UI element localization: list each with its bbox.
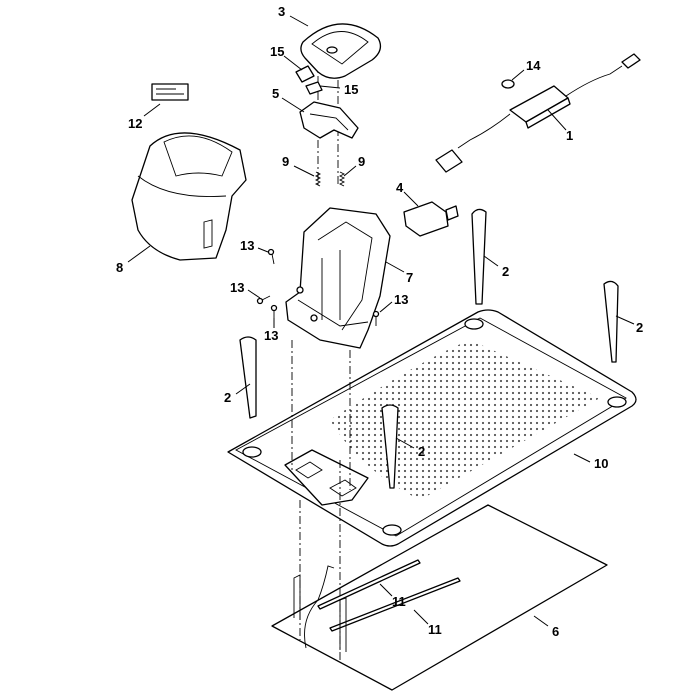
callout-5: 5 bbox=[272, 86, 279, 101]
part-3-top-cover bbox=[300, 23, 382, 79]
callout-2: 2 bbox=[636, 320, 643, 335]
part-10-base-plate bbox=[227, 309, 637, 547]
part-12-label bbox=[151, 83, 189, 101]
callout-13: 13 bbox=[230, 280, 244, 295]
callout-14: 14 bbox=[526, 58, 541, 73]
callout-6: 6 bbox=[552, 624, 559, 639]
callout-13: 13 bbox=[394, 292, 408, 307]
part-8-housing-cover bbox=[131, 132, 247, 261]
alignment-lines bbox=[291, 60, 351, 660]
part-14-sticker bbox=[501, 79, 515, 89]
part-11-wire-pins bbox=[293, 559, 461, 652]
part-1-power-supply bbox=[435, 53, 641, 173]
part-5-bracket bbox=[299, 101, 359, 139]
part-2-pegs bbox=[239, 208, 619, 489]
part-13-screws bbox=[256, 248, 380, 326]
callout-2: 2 bbox=[224, 390, 231, 405]
part-15-plugs bbox=[295, 65, 323, 95]
callout-numbers: 3 15 15 5 12 14 1 9 9 4 8 13 7 13 13 13 … bbox=[116, 4, 643, 639]
callout-9: 9 bbox=[358, 154, 365, 169]
callout-13: 13 bbox=[264, 328, 278, 343]
callout-3: 3 bbox=[278, 4, 285, 19]
part-4-connector bbox=[403, 201, 459, 237]
callout-4: 4 bbox=[396, 180, 404, 195]
leader-lines bbox=[127, 15, 635, 627]
callout-9: 9 bbox=[282, 154, 289, 169]
part-6-sheet bbox=[271, 504, 608, 691]
callout-10: 10 bbox=[594, 456, 608, 471]
callout-1: 1 bbox=[566, 128, 573, 143]
callout-15: 15 bbox=[344, 82, 358, 97]
callout-13: 13 bbox=[240, 238, 254, 253]
callout-2: 2 bbox=[502, 264, 509, 279]
part-9-springs bbox=[314, 171, 346, 187]
part-7-station-body bbox=[285, 207, 391, 349]
callout-11: 11 bbox=[428, 622, 442, 637]
plate-perforation bbox=[330, 340, 600, 500]
callout-7: 7 bbox=[406, 270, 413, 285]
callout-11: 11 bbox=[392, 594, 406, 609]
callout-8: 8 bbox=[116, 260, 123, 275]
callout-12: 12 bbox=[128, 116, 142, 131]
callout-2: 2 bbox=[418, 444, 425, 459]
callout-15: 15 bbox=[270, 44, 284, 59]
